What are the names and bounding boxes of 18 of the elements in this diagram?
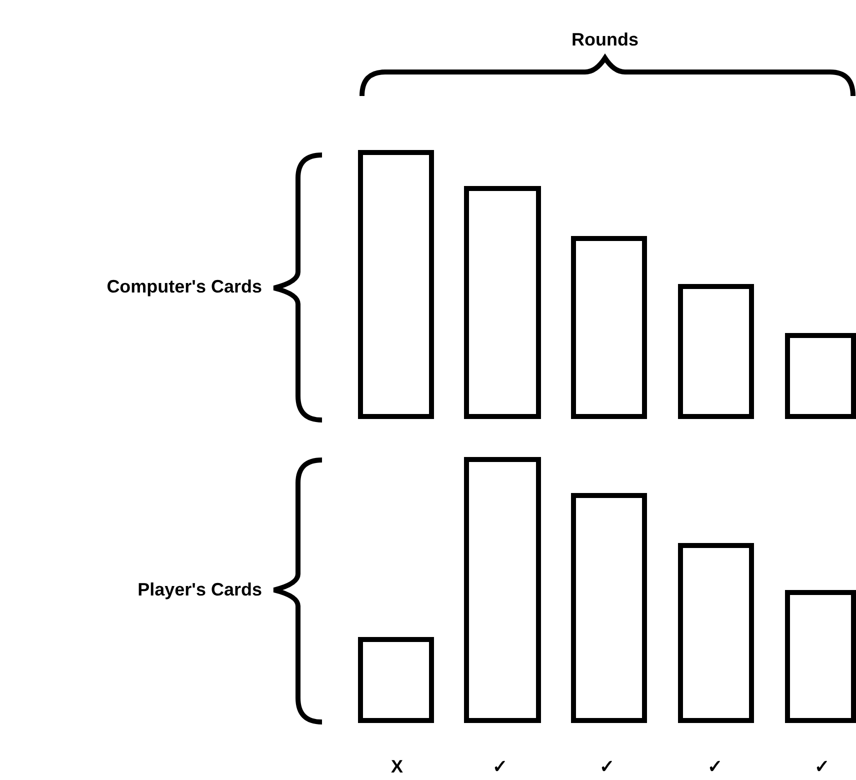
result-mark: ✓ [600, 756, 614, 778]
card-bar [785, 590, 856, 723]
card-bar [358, 150, 434, 419]
result-mark: ✓ [814, 756, 830, 778]
bracket-label: Rounds [572, 28, 638, 52]
card-bar [678, 284, 754, 419]
result-mark: X [391, 756, 403, 778]
card-bar [571, 236, 647, 419]
row-label: Computer's Cards [106, 276, 262, 298]
card-bar [785, 333, 856, 419]
card-bar [358, 637, 434, 723]
result-mark: ✓ [708, 756, 722, 778]
card-bar [678, 543, 754, 723]
card-bar [464, 457, 541, 723]
card-bar [571, 493, 647, 723]
card-bar [464, 186, 541, 419]
row-label: Player's Cards [138, 578, 262, 602]
result-mark: ✓ [492, 756, 508, 778]
